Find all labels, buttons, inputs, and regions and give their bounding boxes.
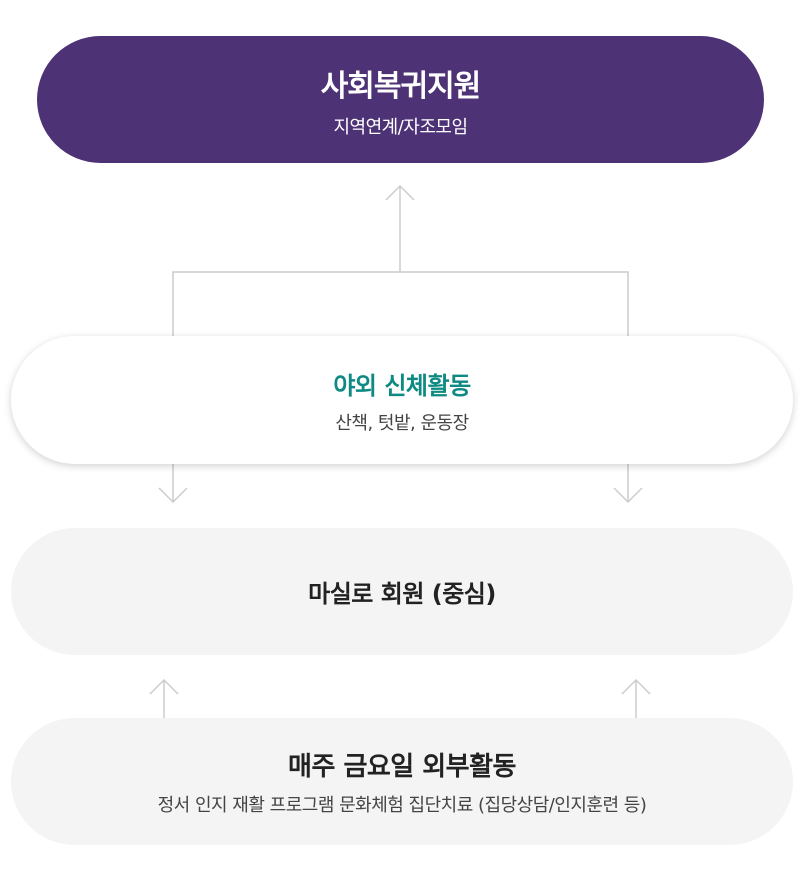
social-return-subtitle: 지역연계/자조모임 bbox=[333, 116, 468, 138]
social-return-title: 사회복귀지원 bbox=[320, 68, 482, 104]
friday-outing-node: 매주 금요일 외부활동 정서 인지 재활 프로그램 문화체험 집단치료 (집당상… bbox=[11, 718, 793, 845]
arrow-right-down bbox=[613, 464, 643, 504]
arrow-to-social-return bbox=[172, 184, 629, 336]
member-node: 마실로 회원 (중심) bbox=[11, 528, 793, 655]
friday-outing-title: 매주 금요일 외부활동 bbox=[288, 752, 516, 782]
outdoor-activity-title: 야외 신체활동 bbox=[333, 371, 471, 400]
friday-outing-subtitle: 정서 인지 재활 프로그램 문화체험 집단치료 (집당상담/인지훈련 등) bbox=[157, 795, 647, 816]
arrow-left-up bbox=[149, 678, 179, 718]
outdoor-activity-node: 야외 신체활동 산책, 텃밭, 운동장 bbox=[11, 336, 793, 464]
member-title: 마실로 회원 (중심) bbox=[308, 580, 496, 608]
arrow-left-down bbox=[158, 464, 188, 504]
outdoor-activity-subtitle: 산책, 텃밭, 운동장 bbox=[335, 412, 469, 434]
arrow-right-up bbox=[621, 678, 651, 718]
social-return-node: 사회복귀지원 지역연계/자조모임 bbox=[37, 36, 764, 163]
